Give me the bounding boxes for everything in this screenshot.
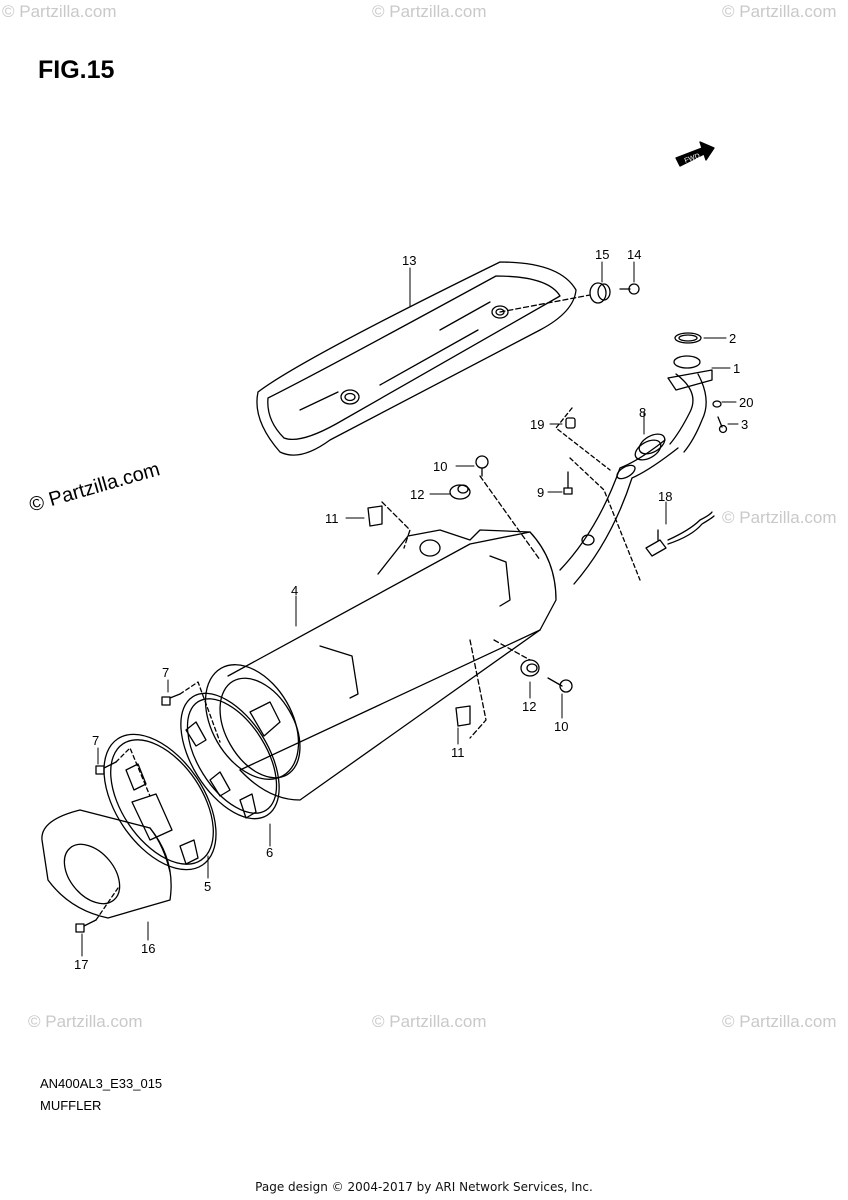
- callout-10-upper: 10: [433, 459, 448, 474]
- callout-16: 16: [141, 941, 156, 956]
- fwd-arrow-icon: FWD: [675, 141, 715, 167]
- end-cap-part-5: [103, 733, 217, 871]
- bolt-part-9: [563, 471, 573, 495]
- callout-15: 15: [595, 247, 610, 262]
- bolt-part-10-lower: [547, 677, 573, 693]
- callout-3: 3: [741, 417, 749, 432]
- watermark-text: © Partzilla.com: [28, 1012, 143, 1031]
- collar-part-11-upper: [367, 505, 383, 527]
- callout-6: 6: [266, 845, 274, 860]
- muffler-body-part-4: [204, 529, 557, 801]
- callout-leaders: [81, 261, 739, 957]
- clamp-part-8: [634, 433, 666, 461]
- callout-19: 19: [530, 417, 545, 432]
- leader-dash: [469, 639, 531, 739]
- figure-title: FIG.15: [38, 56, 115, 84]
- callout-11-upper: 11: [325, 511, 339, 526]
- grommet-part-15: [589, 282, 611, 304]
- bolt-part-10-upper: [475, 455, 489, 477]
- heat-shield-part-13: [256, 261, 577, 456]
- leader-dash: [555, 407, 641, 581]
- part-code: AN400AL3_E33_015: [40, 1076, 163, 1091]
- screw-part-7-lower: [95, 761, 117, 775]
- callout-12-upper: 12: [410, 487, 425, 502]
- nut-part-19: [565, 417, 576, 429]
- callout-20: 20: [739, 395, 754, 410]
- grommet-part-12-upper: [449, 484, 471, 500]
- screw-part-17: [75, 919, 97, 933]
- tail-cover-part-16: [41, 809, 172, 919]
- callout-9: 9: [537, 485, 545, 500]
- footer-credit: Page design © 2004-2017 by ARI Network S…: [255, 1180, 593, 1194]
- part-name: MUFFLER: [40, 1098, 102, 1113]
- watermark-text: © Partzilla.com: [372, 2, 487, 21]
- bolt-part-14: [619, 283, 640, 295]
- leader-dash: [499, 294, 591, 313]
- callout-18: 18: [658, 489, 673, 504]
- leader-dash: [95, 681, 221, 921]
- callout-1: 1: [733, 361, 741, 376]
- exhaust-pipe: [559, 439, 679, 585]
- exhaust-pipe-flange-part-1: [667, 355, 713, 453]
- watermark-text: © Partzilla.com: [372, 1012, 487, 1031]
- leader-dash: [381, 475, 541, 561]
- grommet-part-12-lower: [520, 659, 540, 677]
- screw-part-7-upper: [161, 693, 181, 706]
- callout-17: 17: [74, 957, 89, 972]
- oxygen-sensor-part-18: [645, 511, 715, 557]
- callout-12-lower: 12: [522, 699, 537, 714]
- callout-4: 4: [291, 583, 299, 598]
- watermark-text: © Partzilla.com: [2, 2, 117, 21]
- watermark-text: © Partzilla.com: [722, 2, 837, 21]
- callout-7-upper: 7: [162, 665, 170, 680]
- callout-10-lower: 10: [554, 719, 569, 734]
- watermark-text: © Partzilla.com: [722, 1012, 837, 1031]
- callout-11-lower: 11: [451, 745, 465, 760]
- callout-8: 8: [639, 405, 647, 420]
- callout-7-lower: 7: [92, 733, 100, 748]
- callout-14: 14: [627, 247, 642, 262]
- end-plate-part-6: [180, 692, 280, 820]
- bolt-part-3: [717, 416, 728, 434]
- callout-2: 2: [729, 331, 737, 346]
- washer-part-20: [712, 400, 722, 408]
- callout-13: 13: [402, 253, 417, 268]
- callout-5: 5: [204, 879, 212, 894]
- gasket-part-2: [674, 332, 702, 344]
- collar-part-11-lower: [455, 705, 471, 727]
- watermark-text: © Partzilla.com: [722, 508, 837, 527]
